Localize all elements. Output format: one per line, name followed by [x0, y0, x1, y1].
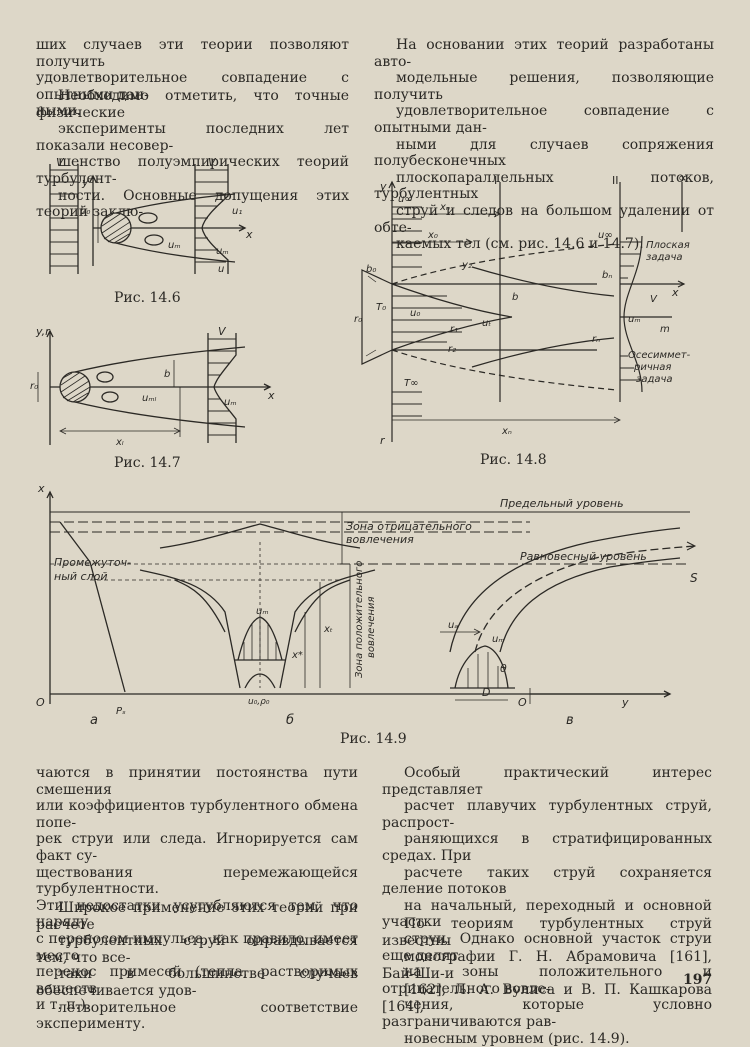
fig149-label-y: y [621, 696, 629, 709]
fig147-label-uml: uₘₗ [142, 393, 157, 404]
fig149-label-b: б [286, 713, 294, 727]
fig149-label-O2: O [518, 696, 527, 709]
fig149-label-O1: O [36, 696, 45, 709]
fig149-label-xstar: x* [291, 650, 303, 661]
fig149-label-uo: u₀,ρ₀ [248, 697, 270, 707]
fig146-label-um2: uₘ [216, 246, 229, 257]
fig148-label-uinf2: u∞ [598, 230, 613, 241]
fig146-label-v1: V [56, 156, 65, 169]
fig148-label-rn: rₙ [592, 334, 600, 345]
fig147-label-um: uₘ [224, 397, 237, 408]
fig148-label-II: II [612, 174, 619, 187]
fig148-label-task: задача [646, 252, 683, 263]
fig148-label-um: uₘ [628, 314, 641, 325]
fig148-label-uinf: u∞ [398, 194, 413, 205]
fig146-label-y: y [81, 176, 89, 189]
fig149-label-theta: θ [500, 662, 507, 675]
fig148-label-ut: uₜ [482, 318, 491, 329]
fig148-label-r1: r₁ [450, 324, 458, 335]
fig148-label-y: y [379, 180, 387, 193]
fig146-label-v2: V [208, 156, 217, 169]
fig149-label-x: x [37, 482, 45, 495]
fig149-label-Ps: Pₛ [116, 706, 126, 717]
fig148-label-x0: x₀ [427, 230, 438, 241]
fig147-label-yr: y,r [35, 325, 51, 338]
fig146-label-um: uₘ [168, 240, 181, 251]
caption-fig-14-7: Рис. 14.7 [114, 455, 181, 471]
fig148-label-T0: T₀ [376, 302, 386, 313]
fig147-label-xl: xₗ [115, 437, 124, 448]
fig148-label-b0: b₀ [366, 264, 376, 275]
fig148-label-b: b [512, 292, 518, 303]
fig147-label-v: V [218, 325, 227, 338]
fig149-label-ua: uₐ [448, 620, 458, 631]
fig146-label-u: u [218, 264, 224, 275]
page-number: 197 [683, 972, 713, 988]
fig148-label-V: V [650, 294, 658, 305]
left-paragraph-2: Необходимо отметить, что точные физическ… [36, 88, 349, 221]
fig148-label-r0: r₀ [354, 314, 362, 325]
fig149-label-D: D [482, 686, 490, 699]
caption-fig-14-6: Рис. 14.6 [114, 290, 181, 306]
fig148-label-Tinf: T∞ [404, 378, 418, 389]
caption-fig-14-9: Рис. 14.9 [340, 731, 407, 747]
fig148-label-xn: xₙ [439, 202, 450, 213]
fig149-label-poszone2: вовлечения [366, 596, 377, 658]
fig148-label-axi3: задача [636, 374, 673, 385]
fig149-label-inter1: Промежуточ- [54, 556, 131, 569]
fig148-label-I: I [494, 174, 497, 187]
fig149-label-um: uₘ [256, 606, 269, 617]
left-paragraph-4: Широкое применение этих теорий при расче… [36, 900, 358, 1033]
right-paragraph-3: По теориям турбулентных струй известны м… [382, 916, 712, 1015]
fig148-label-inf: ∞ [678, 172, 689, 186]
fig149-label-poszone1: Зона положительного [354, 561, 365, 678]
fig148-label-xn2: xₙ [501, 426, 512, 437]
fig149-label-um2: uₘ [492, 634, 505, 645]
fig148-label-y2: y₂ [461, 260, 472, 271]
fig146-label-x: x [245, 228, 253, 241]
fig149-label-equil: Равновесный уровень [520, 550, 647, 563]
fig149-label-xt: xₜ [323, 624, 333, 635]
caption-fig-14-8: Рис. 14.8 [480, 452, 547, 468]
fig149-label-negzone2: вовлечения [346, 533, 414, 546]
figure-14-6: V V y x b₀ u₁ uₘ uₘ u [49, 156, 253, 275]
fig149-label-inter2: ный слой [54, 570, 107, 583]
fig148-label-axi2: ричная [633, 362, 671, 373]
fig148-label-bn: bₙ [602, 270, 612, 281]
fig148-label-m: m [660, 324, 670, 335]
fig147-label-x: x [267, 389, 275, 402]
fig147-label-r0: r₀ [30, 381, 38, 392]
fig148-label-r2: r₂ [448, 344, 456, 355]
left-paragraph-1: ших случаев эти теории позволяют получит… [36, 37, 349, 120]
fig146-label-u1: u₁ [232, 206, 242, 217]
fig148-label-u0: u₀ [410, 308, 420, 319]
fig149-label-negzone1: Зона отрицательного [346, 520, 472, 533]
right-paragraph-1: На основании этих теорий разработаны авт… [374, 37, 714, 253]
fig147-label-b: b [164, 369, 170, 380]
fig146-label-b0: b₀ [80, 206, 90, 217]
figure-14-8: y I II ∞ u∞ xₙ x₀ y₂ u∞ Плоская задача b… [354, 172, 691, 447]
fig148-label-x: x [671, 286, 679, 299]
fig149-label-v: в [566, 713, 574, 727]
figure-14-7: y,r V r₀ b uₘₗ uₘ x xₗ [30, 325, 275, 448]
fig148-label-axi1: Осесиммет- [628, 350, 691, 361]
fig148-label-flat: Плоская [646, 240, 690, 251]
fig149-label-limit: Предельный уровень [500, 497, 624, 510]
fig149-label-S: S [690, 571, 698, 585]
figure-14-9: x Предельный уровень Зона отрицательного… [36, 482, 698, 727]
fig148-label-r: r [380, 434, 386, 447]
fig149-label-a: а [90, 713, 98, 727]
